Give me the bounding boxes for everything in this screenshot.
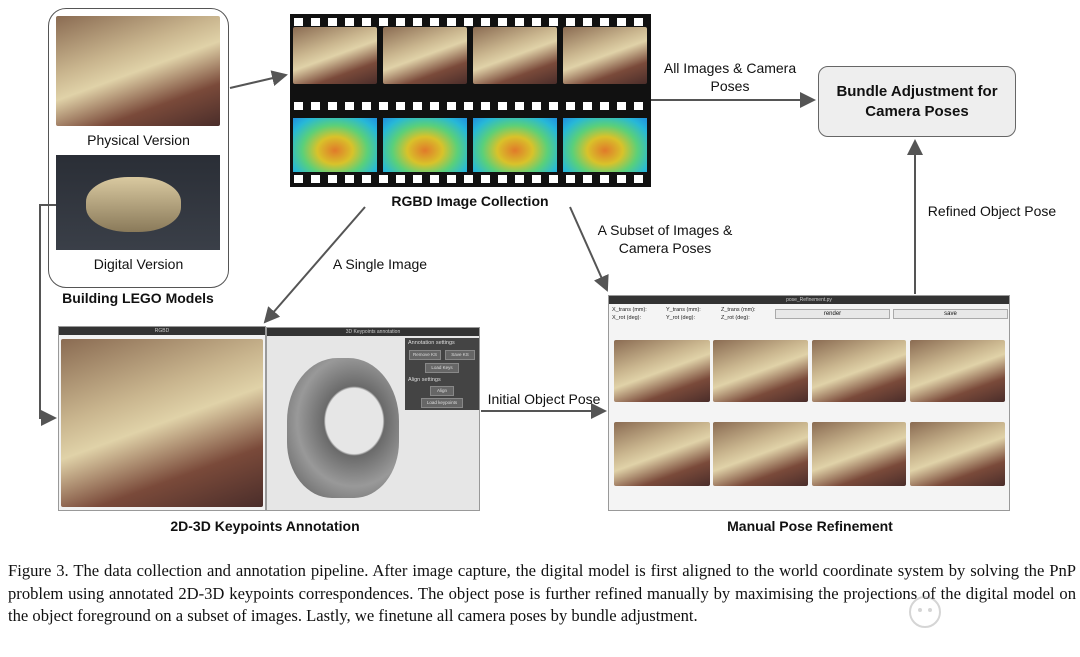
refine-image-3 bbox=[812, 340, 906, 402]
arrow-lego-to-rgbd bbox=[229, 70, 288, 89]
rgb-image-4 bbox=[563, 27, 647, 84]
y-rot-field[interactable]: Y_rot (deg): bbox=[666, 315, 696, 321]
watermark-logo-icon bbox=[909, 596, 941, 628]
keypoints-annotation-window: 3D Keypoints annotation Annotation setti… bbox=[266, 327, 480, 511]
refine-image-5 bbox=[614, 422, 710, 486]
bundle-adjustment-box: Bundle Adjustment for Camera Poses bbox=[818, 66, 1016, 137]
render-button[interactable]: render bbox=[775, 309, 890, 319]
refinement-window-title: pose_Refinement.py bbox=[609, 296, 1009, 304]
z-trans-field[interactable]: Z_trans (mm): bbox=[721, 307, 756, 313]
rgb-image-1 bbox=[293, 27, 377, 84]
depth-image-3 bbox=[473, 118, 557, 172]
rgbd-keypoint-window: RGBD bbox=[58, 326, 266, 511]
annotation-window-title: 3D Keypoints annotation bbox=[267, 328, 479, 336]
figure-caption: Figure 3. The data collection and annota… bbox=[8, 561, 1076, 625]
arrow-single-image bbox=[263, 206, 366, 324]
digital-version-label: Digital Version bbox=[93, 256, 184, 272]
refined-pose-label: Refined Object Pose bbox=[927, 203, 1057, 219]
physical-lego-photo bbox=[56, 16, 220, 126]
depth-image-2 bbox=[383, 118, 467, 172]
bundle-adjustment-title: Bundle Adjustment for Camera Poses bbox=[836, 82, 998, 120]
refine-image-7 bbox=[812, 422, 906, 486]
rgbd-title: RGBD Image Collection bbox=[391, 193, 549, 209]
digital-lego-render bbox=[56, 155, 220, 250]
building-lego-title: Building LEGO Models bbox=[62, 290, 214, 306]
refine-image-4 bbox=[910, 340, 1005, 402]
single-image-label: A Single Image bbox=[332, 256, 428, 272]
left-window-title: RGBD bbox=[59, 327, 265, 335]
refine-image-6 bbox=[713, 422, 808, 486]
y-trans-field[interactable]: Y_trans (mm): bbox=[666, 307, 701, 313]
arrow-subset bbox=[569, 206, 609, 292]
x-trans-field[interactable]: X_trans (mm): bbox=[612, 307, 647, 313]
depth-image-1 bbox=[293, 118, 377, 172]
all-images-label: All Images & Camera Poses bbox=[663, 60, 797, 94]
load-keypoints-button[interactable]: Load keypoints bbox=[421, 398, 463, 408]
depth-image-4 bbox=[563, 118, 647, 172]
refine-image-1 bbox=[614, 340, 710, 402]
subset-label: A Subset of Images & Camera Poses bbox=[597, 222, 733, 256]
rgb-image-2 bbox=[383, 27, 467, 84]
colosseum-3d-model bbox=[287, 358, 399, 498]
align-settings-label: Align settings bbox=[408, 377, 441, 383]
refine-image-8 bbox=[910, 422, 1005, 486]
load-keys-button[interactable]: Load Keys bbox=[425, 363, 459, 373]
align-button[interactable]: Align bbox=[430, 386, 454, 396]
save-ks-button[interactable]: Save KS bbox=[445, 350, 475, 360]
x-rot-field[interactable]: X_rot (deg): bbox=[612, 315, 642, 321]
settings-panel: Annotation settings Remove KS Save KS Lo… bbox=[405, 338, 479, 410]
refinement-title: Manual Pose Refinement bbox=[727, 518, 893, 534]
rgb-image-3 bbox=[473, 27, 557, 84]
annotation-title: 2D-3D Keypoints Annotation bbox=[170, 518, 360, 534]
z-rot-field[interactable]: Z_rot (deg): bbox=[721, 315, 750, 321]
initial-pose-label: Initial Object Pose bbox=[487, 391, 601, 407]
physical-version-label: Physical Version bbox=[87, 132, 190, 148]
lego-models-panel bbox=[48, 8, 229, 288]
remove-ks-button[interactable]: Remove KS bbox=[409, 350, 441, 360]
save-button[interactable]: save bbox=[893, 309, 1008, 319]
annotation-settings-label: Annotation settings bbox=[408, 340, 455, 346]
refine-image-2 bbox=[713, 340, 808, 402]
